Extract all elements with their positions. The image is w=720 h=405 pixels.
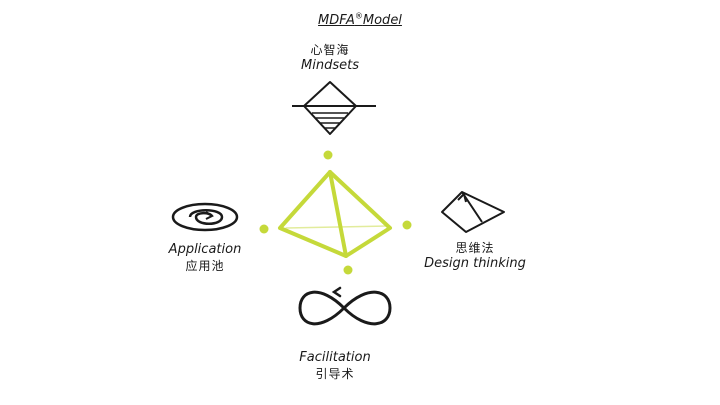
facilitation-label: Facilitation 引导术 — [280, 350, 390, 382]
facilitation-label-zh: 引导术 — [315, 367, 355, 381]
bottom-dot — [343, 265, 353, 275]
top-dot — [323, 150, 333, 160]
application-spiral-icon — [171, 202, 239, 232]
application-label: Application 应用池 — [150, 242, 260, 274]
right-dot — [402, 220, 412, 230]
design-thinking-label-zh: 思维法 — [455, 241, 495, 255]
mindsets-diamond-icon — [292, 81, 376, 135]
mindsets-label: 心智海 Mindsets — [280, 42, 380, 74]
design-thinking-label: 思维法 Design thinking — [420, 240, 530, 272]
facilitation-label-en: Facilitation — [299, 350, 371, 365]
tetrahedron-icon — [278, 170, 392, 258]
application-label-en: Application — [168, 242, 242, 257]
left-dot — [259, 224, 269, 234]
design-thinking-diamond-icon — [441, 191, 505, 233]
diagram-title: MDFA®Model — [318, 12, 402, 29]
mindsets-label-zh: 心智海 — [310, 43, 350, 57]
design-thinking-label-en: Design thinking — [424, 256, 526, 271]
infinity-loop-icon — [298, 286, 392, 326]
accent-dots — [259, 150, 412, 275]
application-label-zh: 应用池 — [185, 259, 225, 273]
mindsets-label-en: Mindsets — [301, 58, 359, 73]
